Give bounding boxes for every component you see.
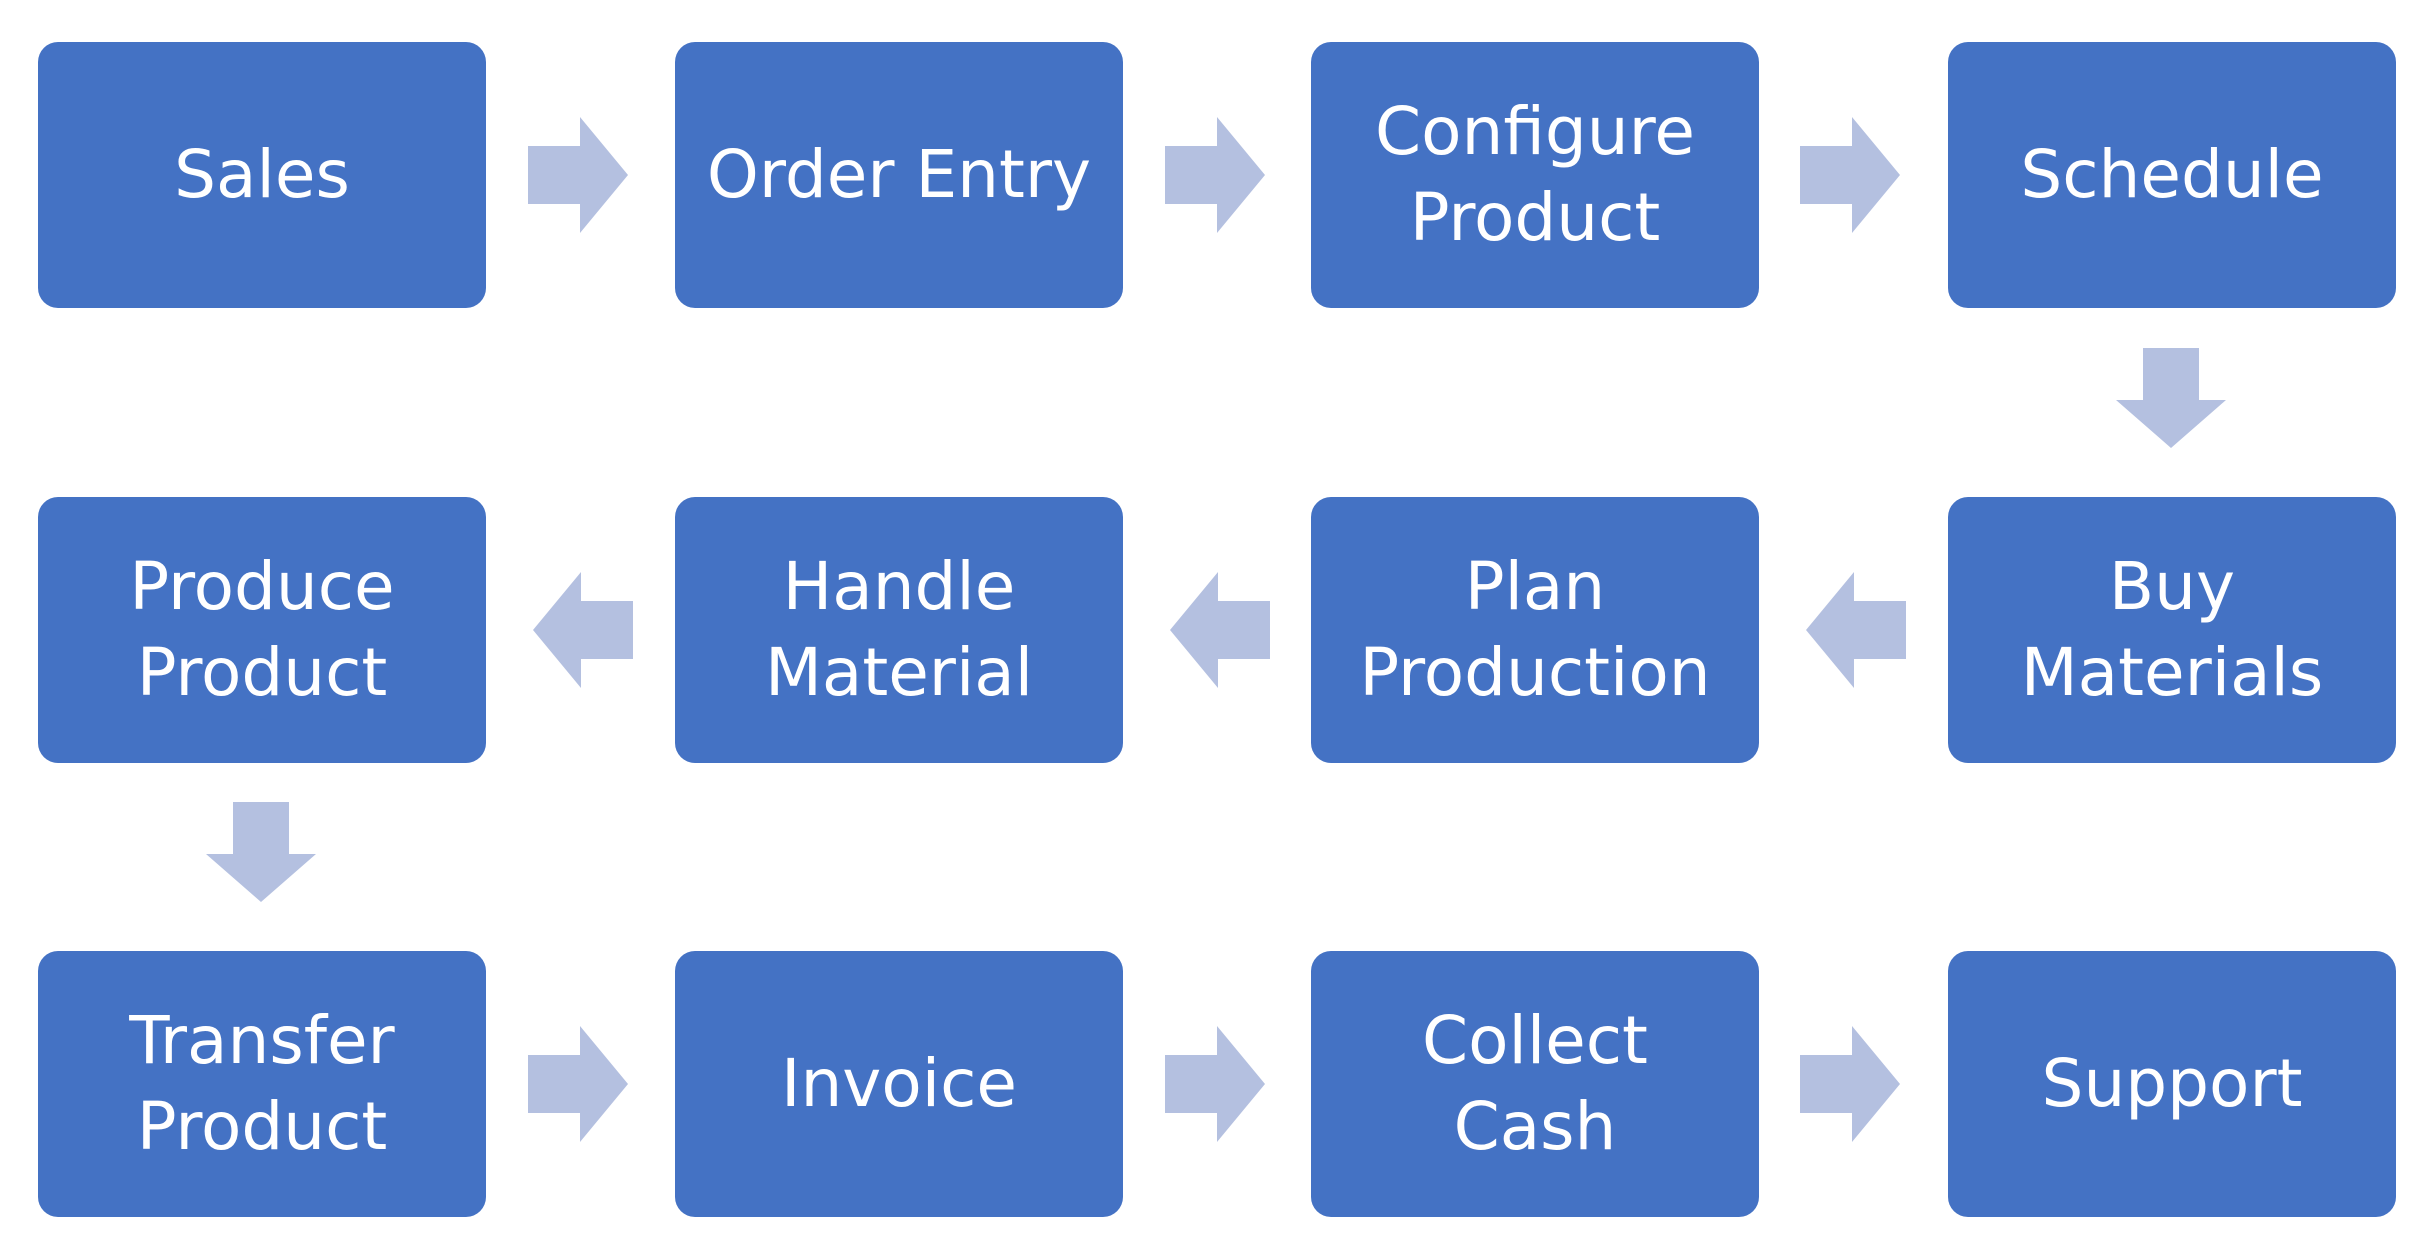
step-label: Collect Cash	[1422, 1002, 1648, 1165]
step-order-entry: Order Entry	[675, 42, 1123, 308]
arrow-left-icon	[1170, 572, 1270, 688]
step-label: Configure Product	[1375, 93, 1695, 256]
step-invoice: Invoice	[675, 951, 1123, 1217]
step-label: Produce Product	[129, 548, 395, 711]
step-schedule: Schedule	[1948, 42, 2396, 308]
step-configure-product: Configure Product	[1311, 42, 1759, 308]
arrow-right-icon	[1800, 1026, 1900, 1142]
arrow-down-icon	[2116, 348, 2226, 448]
step-label: Order Entry	[706, 136, 1092, 213]
step-label: Sales	[174, 136, 350, 213]
step-support: Support	[1948, 951, 2396, 1217]
step-handle-material: Handle Material	[675, 497, 1123, 763]
arrow-right-icon	[1165, 117, 1265, 233]
arrow-right-icon	[1800, 117, 1900, 233]
step-sales: Sales	[38, 42, 486, 308]
step-label: Support	[2041, 1045, 2303, 1122]
step-label: Transfer Product	[129, 1002, 395, 1165]
step-label: Buy Materials	[2020, 548, 2324, 711]
step-produce-product: Produce Product	[38, 497, 486, 763]
step-label: Plan Production	[1359, 548, 1711, 711]
arrow-left-icon	[1806, 572, 1906, 688]
step-collect-cash: Collect Cash	[1311, 951, 1759, 1217]
arrow-left-icon	[533, 572, 633, 688]
step-label: Schedule	[2020, 136, 2324, 213]
step-plan-production: Plan Production	[1311, 497, 1759, 763]
step-buy-materials: Buy Materials	[1948, 497, 2396, 763]
arrow-right-icon	[528, 1026, 628, 1142]
arrow-down-icon	[206, 802, 316, 902]
step-label: Handle Material	[764, 548, 1034, 711]
arrow-right-icon	[1165, 1026, 1265, 1142]
step-transfer-product: Transfer Product	[38, 951, 486, 1217]
arrow-right-icon	[528, 117, 628, 233]
step-label: Invoice	[781, 1045, 1017, 1122]
